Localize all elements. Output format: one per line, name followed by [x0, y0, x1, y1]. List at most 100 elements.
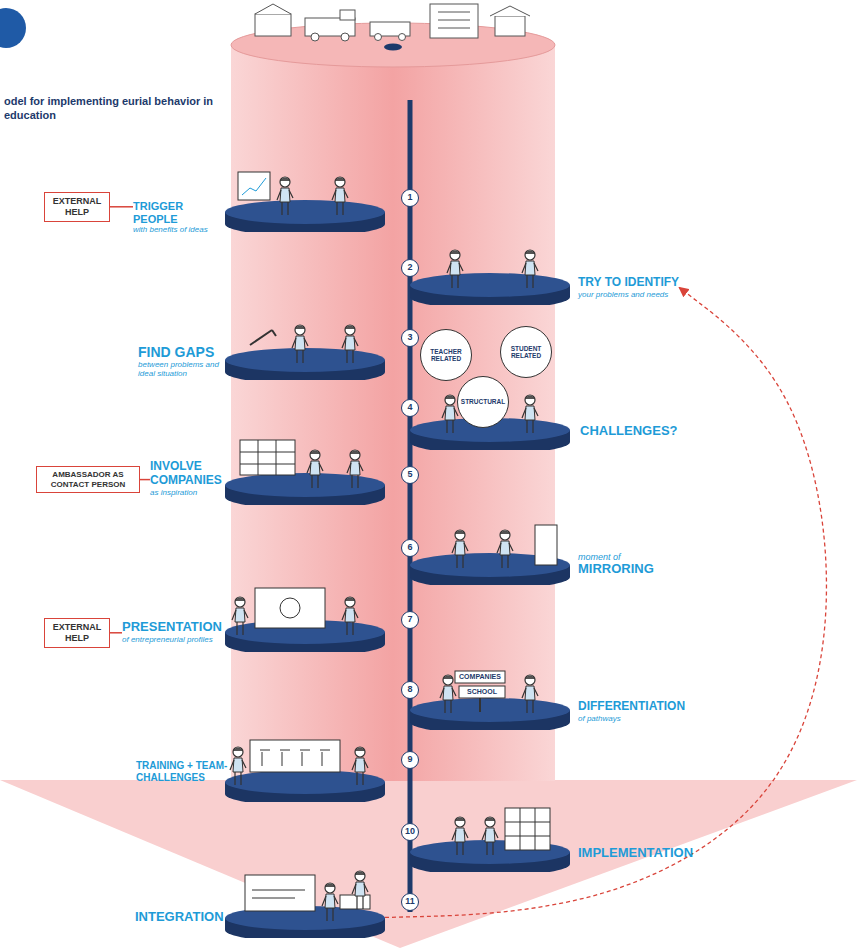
node-subtitle: MIRRORING [578, 562, 654, 577]
art-shape [277, 177, 293, 215]
node-heading: DIFFERENTIATION [578, 700, 685, 714]
art-shape [250, 740, 340, 772]
top-sketch [255, 4, 530, 41]
node-heading: PRESENTATION [122, 620, 222, 635]
art-shape [322, 883, 338, 921]
node-heading: INTEGRATION [135, 910, 385, 925]
art-shape [245, 875, 315, 911]
node-heading: EXTERNAL HELP [50, 196, 104, 218]
callout-number: 1 [401, 189, 419, 207]
callout-number: 7 [401, 611, 419, 629]
platform [225, 770, 385, 806]
arrow-head [0, 780, 857, 948]
step-label: TRAINING + TEAM-CHALLENGES [136, 760, 228, 783]
art-shape [232, 597, 248, 635]
pole [408, 100, 413, 912]
art-shape [442, 395, 458, 433]
art-shape [342, 597, 358, 635]
node-heading: AMBASSADOR AS CONTACT PERSON [42, 470, 134, 489]
art-shape [490, 6, 530, 16]
art-shape [341, 33, 349, 41]
art-shape [352, 747, 368, 785]
callout-box: EXTERNAL HELP [44, 192, 110, 222]
art-shape [459, 686, 505, 698]
column [231, 45, 555, 781]
callout-number: 11 [401, 893, 419, 911]
step-label: IMPLEMENTATION [578, 846, 693, 861]
art-shape [255, 4, 291, 14]
platform [410, 698, 570, 734]
callout-box: EXTERNAL HELP [44, 618, 110, 648]
node-heading: TRIGGER PEOPLE [133, 200, 225, 225]
art-shape [522, 250, 538, 288]
step-label: CHALLENGES? [580, 424, 678, 439]
step-label: TRIGGER PEOPLEwith benefits of ideas [133, 200, 225, 234]
art-shape [255, 14, 291, 36]
art-shape [455, 671, 505, 683]
art-shape [240, 440, 295, 475]
connector [110, 632, 122, 634]
node-heading: TRAINING + TEAM-CHALLENGES [136, 760, 228, 783]
platform [410, 273, 570, 309]
thought-bubble: TEACHER RELATED [420, 329, 472, 381]
node-subtitle: your problems and needs [578, 290, 679, 299]
node-subtitle: of pathways [578, 714, 685, 723]
callout-number: 9 [401, 751, 419, 769]
art-shape [252, 890, 305, 898]
art-shape [280, 598, 300, 618]
node-subtitle: with benefits of ideas [133, 225, 225, 234]
step-label: FIND GAPSbetween problems and ideal situ… [138, 344, 224, 378]
art-shape [495, 16, 525, 36]
sign-text: COMPANIES [455, 671, 505, 683]
node-heading: TEACHER RELATED [424, 348, 468, 363]
art-shape [447, 250, 463, 288]
node-heading: CHALLENGES? [580, 424, 678, 439]
art-shape [292, 325, 308, 363]
art-shape [438, 12, 470, 28]
art-shape [522, 395, 538, 433]
art-shape [479, 698, 481, 712]
node-heading: EXTERNAL HELP [50, 622, 104, 644]
step-label: INVOLVE COMPANIESas inspiration [150, 460, 245, 497]
node-subtitle: of entrepreneurial profiles [122, 635, 222, 644]
art-shape [452, 530, 468, 568]
node-heading: STRUCTURAL [461, 398, 505, 405]
callout-number: 8 [401, 681, 419, 699]
node-heading: STUDENT RELATED [504, 345, 548, 360]
art-shape [482, 817, 498, 855]
art-shape [440, 675, 456, 713]
callout-number: 10 [401, 823, 419, 841]
art-shape [399, 34, 406, 41]
node-subtitle: as inspiration [150, 488, 245, 497]
art-shape [375, 34, 382, 41]
sign-text: SCHOOL [459, 686, 505, 698]
callout-number: 5 [401, 466, 419, 484]
art-shape [340, 10, 355, 20]
step-label: moment ofMIRRORING [578, 552, 654, 577]
art-shape [505, 808, 550, 850]
callout-number: 4 [401, 399, 419, 417]
art-shape [452, 817, 468, 855]
connector [140, 479, 150, 481]
callout-number: 2 [401, 259, 419, 277]
art-shape [535, 525, 557, 565]
node-heading: INVOLVE COMPANIES [150, 460, 245, 488]
art-shape [240, 440, 295, 475]
art-shape [260, 750, 330, 766]
art-shape [352, 871, 368, 909]
logo [0, 8, 26, 48]
step-label: DIFFERENTIATIONof pathways [578, 700, 685, 723]
step-label: TRY TO IDENTIFYyour problems and needs [578, 276, 679, 299]
art-shape [238, 172, 270, 200]
node-heading: IMPLEMENTATION [578, 846, 693, 861]
step-label: PRESENTATIONof entrepreneurial profiles [122, 620, 222, 644]
props [238, 172, 557, 911]
connector [110, 206, 133, 208]
art-shape [430, 4, 478, 38]
callout-box: AMBASSADOR AS CONTACT PERSON [36, 466, 140, 493]
art-shape [340, 895, 370, 909]
art-shape [505, 808, 550, 850]
pole-hole [384, 44, 402, 51]
art-shape [307, 450, 323, 488]
